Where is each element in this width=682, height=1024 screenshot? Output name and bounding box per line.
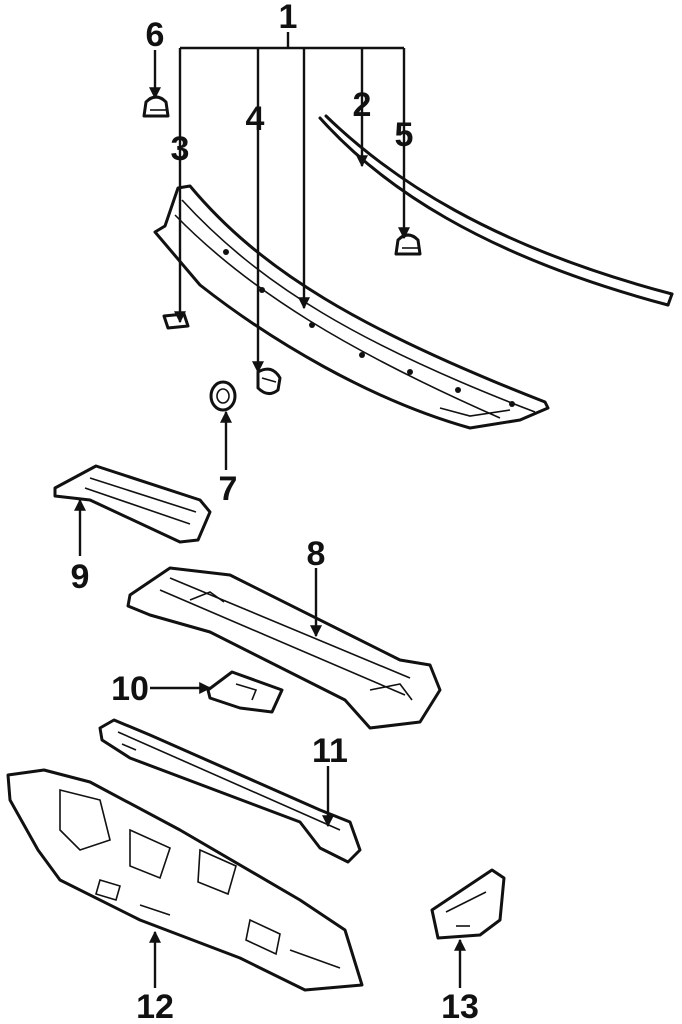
part-5-clip: [394, 233, 422, 256]
callout-5: 5: [395, 116, 414, 154]
callout-6: 6: [146, 16, 165, 54]
callout-9: 9: [71, 558, 90, 596]
part-11-cross-member: [98, 718, 362, 864]
callout-1: 1: [279, 0, 298, 36]
leader-lines: [74, 32, 466, 988]
callout-4: 4: [246, 100, 265, 138]
part-12-dash-panel: [6, 768, 364, 992]
callout-12: 12: [136, 988, 174, 1024]
callout-7: 7: [219, 470, 238, 508]
part-13-bracket: [430, 868, 506, 940]
callout-13: 13: [441, 988, 479, 1024]
part-6-clip: [142, 95, 170, 118]
callout-10: 10: [111, 670, 149, 708]
callout-2: 2: [353, 86, 372, 124]
part-1-cowl-panel: [153, 184, 550, 430]
part-2-weatherstrip: [318, 114, 674, 307]
part-8-inner-panel: [126, 566, 442, 730]
part-7-grommet: [209, 380, 237, 412]
callout-8: 8: [307, 535, 326, 573]
callout-3: 3: [171, 130, 190, 168]
callout-11: 11: [312, 732, 348, 770]
callout-labels: 1 2 3 4 5 6 7 8 9 10 11 12 13: [71, 0, 479, 1024]
part-4-grommet: [256, 367, 282, 395]
part-9-seal: [53, 464, 212, 544]
part-10-bracket: [206, 670, 284, 714]
part-3-clip: [162, 312, 190, 330]
